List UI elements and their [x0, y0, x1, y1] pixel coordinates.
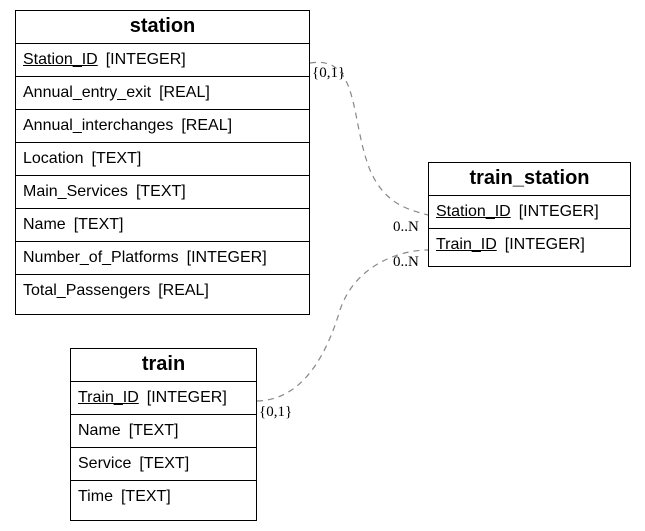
entity-train-station[interactable]: train_station Station_ID [INTEGER] Train_… [428, 162, 631, 267]
cardinality-label: 0..N [393, 254, 419, 270]
attribute-type: [TEXT] [135, 183, 186, 200]
attribute-row: Station_ID [INTEGER] [16, 44, 309, 77]
attribute-row: Station_ID [INTEGER] [429, 196, 630, 229]
attribute-name: Station_ID [23, 51, 98, 68]
attribute-name: Number_of_Platforms [23, 249, 179, 266]
attribute-row: Train_ID [INTEGER] [71, 382, 256, 415]
attribute-type: [REAL] [181, 117, 233, 134]
attribute-row: Total_Passengers [REAL] [16, 275, 309, 308]
cardinality-label: 0..N [393, 219, 419, 235]
attribute-type: [TEXT] [139, 455, 190, 472]
attribute-type: [INTEGER] [504, 236, 585, 253]
attribute-name: Train_ID [78, 389, 139, 406]
attribute-row: Number_of_Platforms [INTEGER] [16, 242, 309, 275]
entity-station[interactable]: station Station_ID [INTEGER] Annual_entry… [15, 10, 310, 315]
attribute-row: Annual_entry_exit [REAL] [16, 77, 309, 110]
attribute-row: Location [TEXT] [16, 143, 309, 176]
attribute-type: [REAL] [159, 84, 210, 101]
attribute-name: Station_ID [436, 203, 511, 220]
attribute-type: [TEXT] [73, 216, 124, 233]
entity-title: station [16, 11, 309, 44]
attribute-name: Train_ID [436, 236, 497, 253]
attribute-name: Annual_interchanges [23, 117, 174, 134]
entity-title: train_station [429, 163, 630, 196]
attribute-name: Total_Passengers [23, 282, 151, 299]
attribute-name: Service [78, 455, 132, 472]
attribute-row: Name [TEXT] [16, 209, 309, 242]
attribute-name: Name [23, 216, 66, 233]
attribute-type: [TEXT] [128, 422, 179, 439]
relationship-line-station-train-station [309, 61, 429, 216]
attribute-name: Name [78, 422, 121, 439]
attribute-name: Location [23, 150, 84, 167]
attribute-row: Name [TEXT] [71, 415, 256, 448]
entity-title: train [71, 349, 256, 382]
attribute-row: Service [TEXT] [71, 448, 256, 481]
attribute-row: Annual_interchanges [REAL] [16, 110, 309, 143]
cardinality-label: {0,1} [312, 65, 345, 81]
attribute-name: Time [78, 488, 113, 505]
attribute-type: [TEXT] [120, 488, 171, 505]
entity-train[interactable]: train Train_ID [INTEGER] Name [TEXT] Servi… [70, 348, 257, 521]
attribute-row: Train_ID [INTEGER] [429, 229, 630, 262]
attribute-row: Time [TEXT] [71, 481, 256, 514]
attribute-name: Annual_entry_exit [23, 84, 152, 101]
cardinality-label: {0,1} [259, 404, 292, 420]
relationship-line-train-train-station [256, 249, 429, 402]
attribute-type: [INTEGER] [518, 203, 599, 220]
attribute-type: [INTEGER] [146, 389, 227, 406]
attribute-type: [REAL] [158, 282, 209, 299]
attribute-type: [TEXT] [91, 150, 142, 167]
attribute-row: Main_Services [TEXT] [16, 176, 309, 209]
attribute-name: Main_Services [23, 183, 128, 200]
attribute-type: [INTEGER] [105, 51, 186, 68]
attribute-type: [INTEGER] [186, 249, 267, 266]
